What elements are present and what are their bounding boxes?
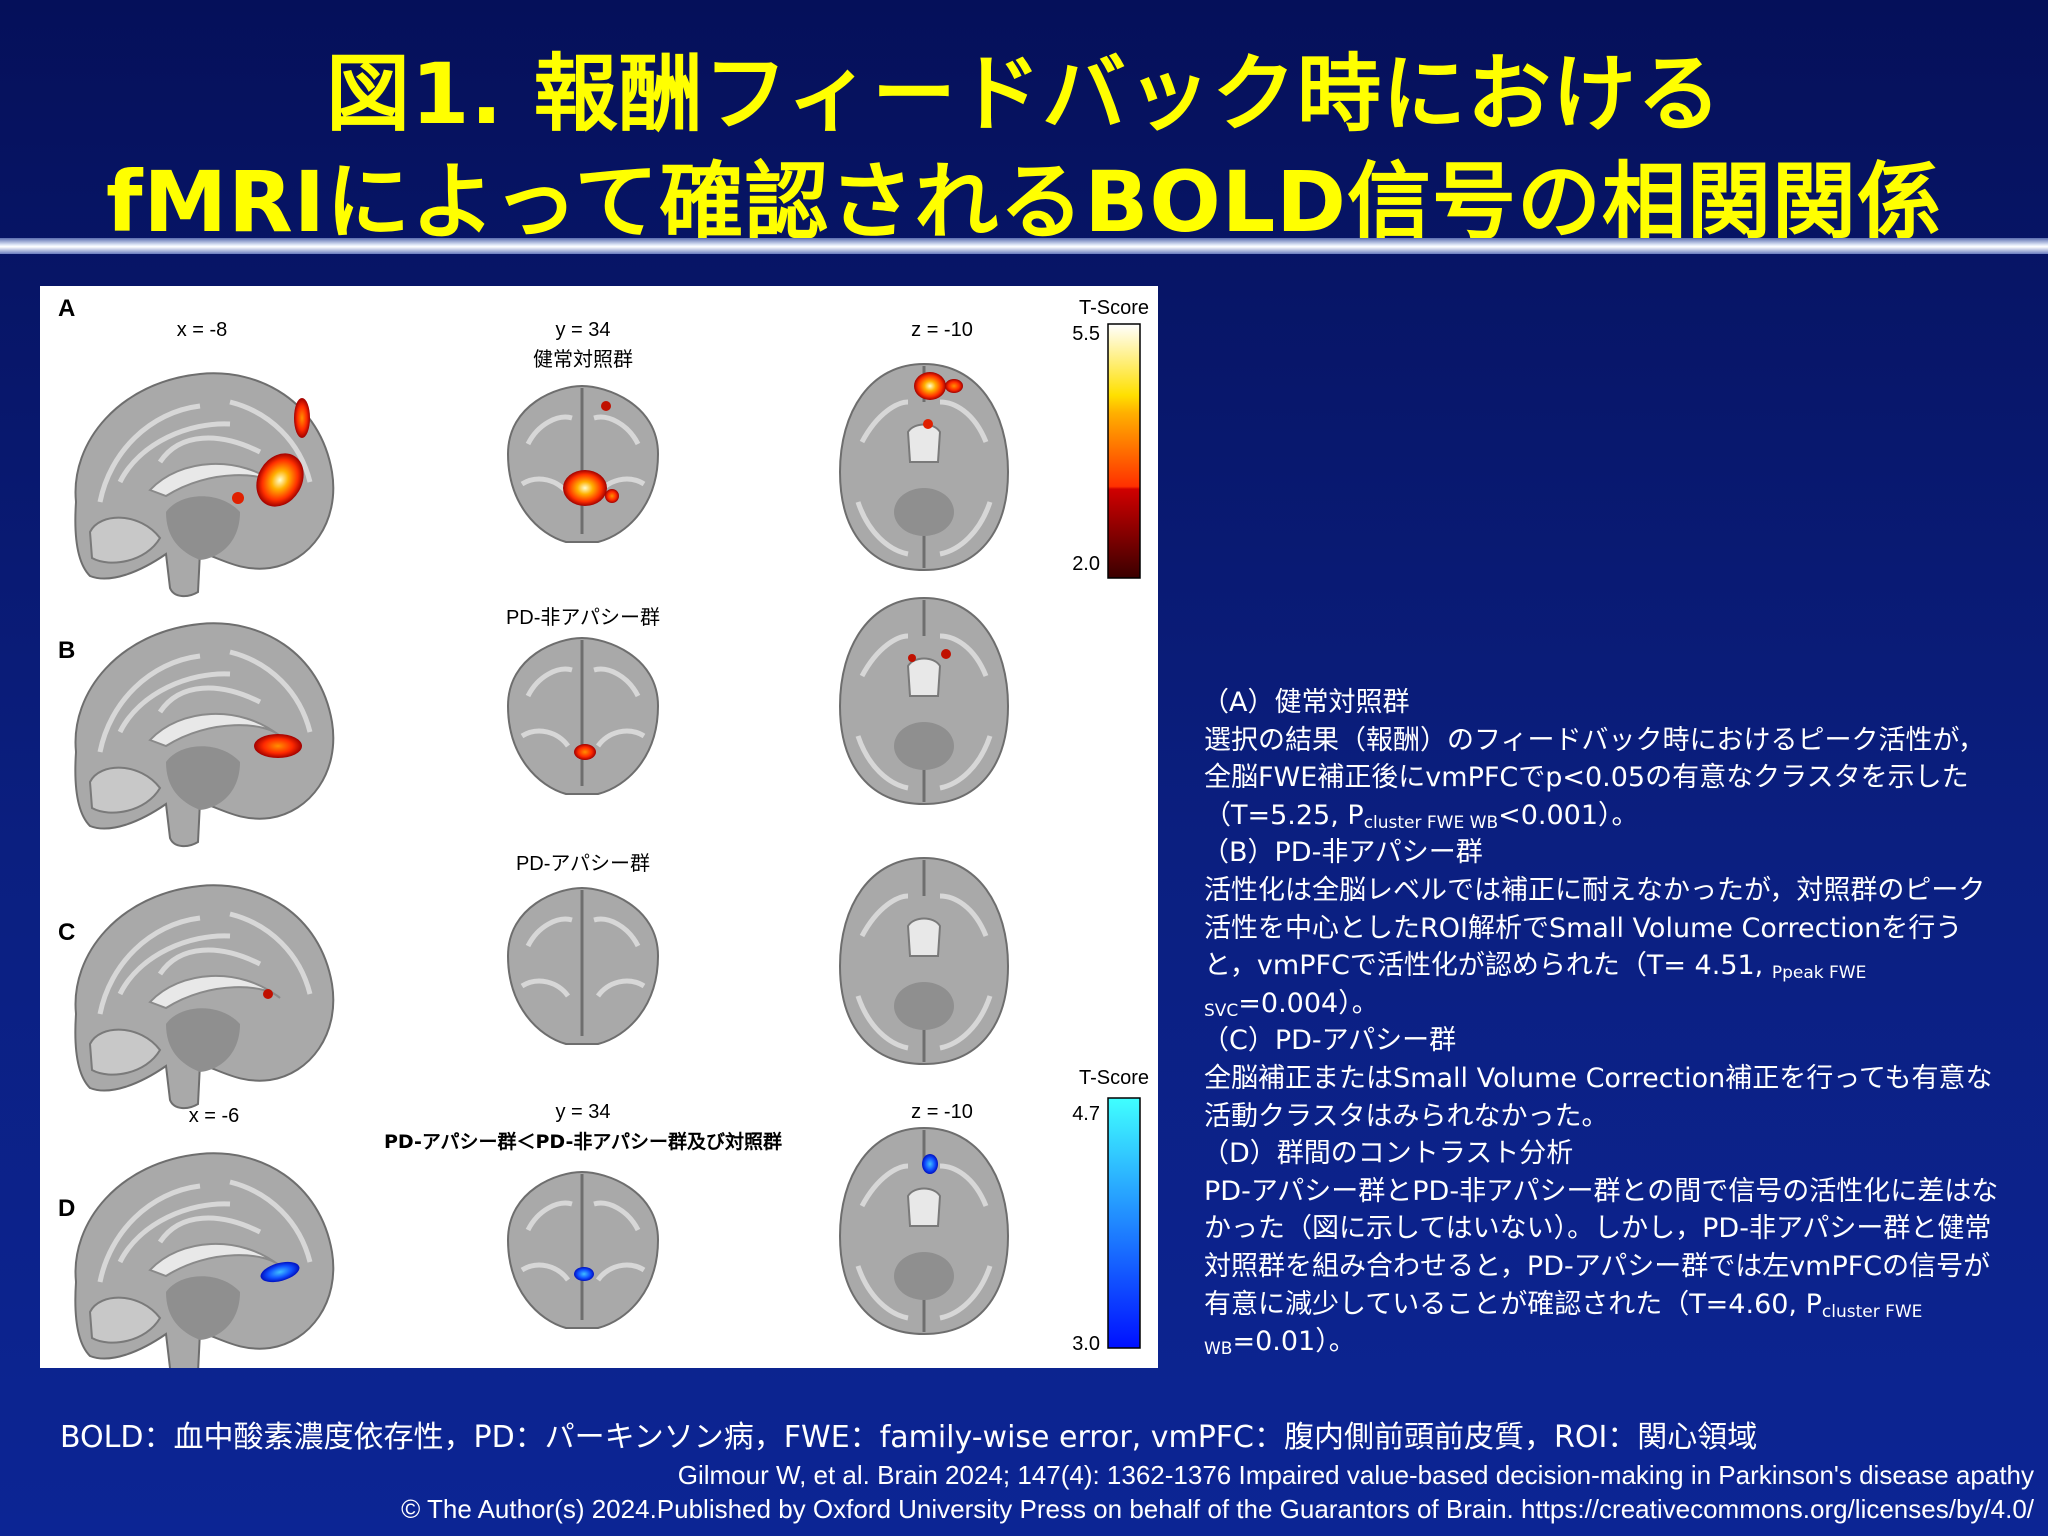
colorbar-cool — [1107, 1097, 1141, 1349]
group-label-c: PD-アパシー群 — [516, 852, 650, 875]
slide-title: 図1. 報酬フィードバック時における fMRIによって確認されるBOLD信号の相… — [0, 40, 2048, 256]
coord-y-bottom: y = 34 — [555, 1101, 610, 1123]
desc-d-body: PD-アパシー群とPD-非アパシー群との間で信号の活性化に差はなかった（図に示し… — [1204, 1175, 1999, 1360]
panel-letter-a: A — [58, 295, 75, 322]
colorbar-hot — [1107, 323, 1141, 579]
brain-coronal-b — [508, 638, 658, 794]
brain-coronal-d — [508, 1172, 658, 1328]
coord-z-bottom: z = -10 — [911, 1101, 973, 1123]
brain-axial-d — [840, 1128, 1008, 1334]
brain-axial-c — [840, 858, 1008, 1064]
panel-letter-c: C — [58, 919, 75, 946]
colorbar-cool-label: T-Score — [1079, 1067, 1149, 1089]
panel-letter-b: B — [58, 637, 75, 664]
brain-sagittal-a — [75, 373, 333, 596]
brain-axial-a — [840, 364, 1008, 570]
brain-axial-b — [840, 598, 1008, 804]
colorbar-hot-label: T-Score — [1079, 297, 1149, 319]
colorbar-cool-max: 4.7 — [1072, 1103, 1100, 1125]
group-label-b: PD-非アパシー群 — [506, 606, 660, 629]
brain-coronal-c — [508, 888, 658, 1044]
license-note: © The Author(s) 2024.Published by Oxford… — [401, 1494, 2034, 1524]
desc-b-body: 活性化は全脳レベルでは補正に耐えなかったが，対照群のピーク活性を中心としたROI… — [1204, 874, 1986, 1021]
coord-z-top: z = -10 — [911, 319, 973, 341]
desc-c-heading: （C）PD-アパシー群 — [1202, 1025, 1457, 1057]
desc-d-heading: （D）群間のコントラスト分析 — [1202, 1138, 1574, 1170]
colorbar-cool-min: 3.0 — [1072, 1333, 1100, 1355]
title-divider — [0, 238, 2048, 254]
desc-a-heading: （A）健常対照群 — [1202, 687, 1410, 718]
citation: Gilmour W, et al. Brain 2024; 147(4): 13… — [677, 1460, 2034, 1490]
panel-letter-d: D — [58, 1195, 75, 1222]
fmri-figure-graphic: A B C D x = -8 y = 34 z = -10 健常対照群 PD-非… — [58, 295, 1149, 1368]
brain-coronal-a — [508, 386, 658, 542]
coord-x-bottom: x = -6 — [189, 1105, 240, 1127]
desc-c-body: 全脳補正またはSmall Volume Correction補正を行っても有意な… — [1204, 1062, 1993, 1132]
brain-sagittal-c — [75, 885, 333, 1108]
desc-b-heading: （B）PD-非アパシー群 — [1202, 837, 1483, 869]
abbreviations-note: BOLD：血中酸素濃度依存性，PD：パーキンソン病，FWE：family-wis… — [60, 1420, 1758, 1455]
brain-sagittal-d — [75, 1153, 333, 1368]
brain-sagittal-b — [75, 623, 333, 846]
coord-y-top: y = 34 — [555, 319, 610, 341]
title-line-1: 図1. 報酬フィードバック時における — [326, 45, 1722, 143]
desc-a-body: 選択の結果（報酬）のフィードバック時におけるピーク活性が，全脳FWE補正後にvm… — [1204, 724, 1985, 833]
colorbar-hot-max: 5.5 — [1072, 323, 1100, 345]
coord-x-top: x = -8 — [177, 319, 228, 341]
colorbar-hot-min: 2.0 — [1072, 553, 1100, 575]
fmri-figure: A B C D x = -8 y = 34 z = -10 健常対照群 PD-非… — [40, 286, 1158, 1368]
figure-description: （A）健常対照群 選択の結果（報酬）のフィードバック時におけるピーク活性が，全脳… — [1202, 684, 2002, 1361]
group-label-d: PD-アパシー群＜PD-非アパシー群及び対照群 — [384, 1130, 782, 1153]
title-line-2: fMRIによって確認されるBOLD信号の相関関係 — [105, 153, 1943, 251]
group-label-a: 健常対照群 — [533, 348, 633, 371]
